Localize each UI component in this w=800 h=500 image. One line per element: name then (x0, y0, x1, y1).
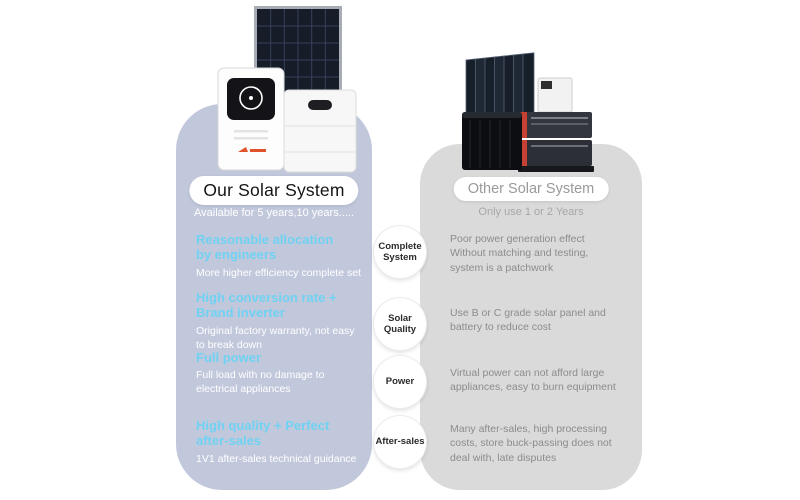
combiner-box-illustration (537, 77, 573, 113)
feature-item-solar-quality: High conversion rate + Brand inverter Or… (196, 290, 368, 352)
category-badge-power: Power (374, 356, 426, 408)
battery-cabinet-illustration (462, 112, 522, 170)
feature-desc: Original factory warranty, not easy to b… (196, 324, 355, 351)
feature-title: High quality + Perfect after-sales (196, 418, 330, 449)
inverter-illustration (217, 67, 285, 171)
con-item-complete-system: Poor power generation effect Without mat… (450, 233, 589, 274)
category-badge-after-sales: After-sales (374, 416, 426, 468)
our-system-title: Our Solar System (189, 176, 359, 205)
feature-item-complete-system: Reasonable allocation by engineers More … (196, 232, 368, 281)
feature-desc: 1V1 after-sales technical guidance (196, 452, 357, 465)
category-badge-solar-quality: Solar Quality (374, 298, 426, 350)
category-badge-complete-system: Complete System (374, 226, 426, 278)
feature-item-after-sales: High quality + Perfect after-sales 1V1 a… (196, 418, 368, 467)
feature-desc: Full load with no damage to electrical a… (196, 369, 325, 396)
feature-title: High conversion rate + Brand inverter (196, 290, 337, 321)
feature-item-power: Full power Full load with no damage to e… (196, 350, 368, 397)
other-system-panel: Other Solar System Only use 1 or 2 Years… (420, 144, 642, 490)
feature-desc: More higher efficiency complete set (196, 266, 361, 279)
con-item-solar-quality: Use B or C grade solar panel and battery… (450, 307, 606, 334)
feature-title: Reasonable allocation by engineers (196, 232, 334, 263)
other-system-title: Other Solar System (453, 177, 609, 201)
con-item-after-sales: Many after-sales, high processing costs,… (450, 423, 612, 464)
other-system-products-illustration (458, 50, 602, 176)
other-system-subtitle: Only use 1 or 2 Years (478, 206, 584, 218)
our-system-subtitle: Available for 5 years,10 years..... (194, 207, 354, 219)
battery-stack-illustration (518, 112, 594, 172)
feature-title: Full power (196, 350, 261, 365)
con-item-power: Virtual power can not afford large appli… (450, 367, 616, 394)
battery-illustration (283, 89, 357, 173)
solar-panel-stack-illustration (465, 52, 535, 137)
our-system-products-illustration (214, 4, 360, 176)
